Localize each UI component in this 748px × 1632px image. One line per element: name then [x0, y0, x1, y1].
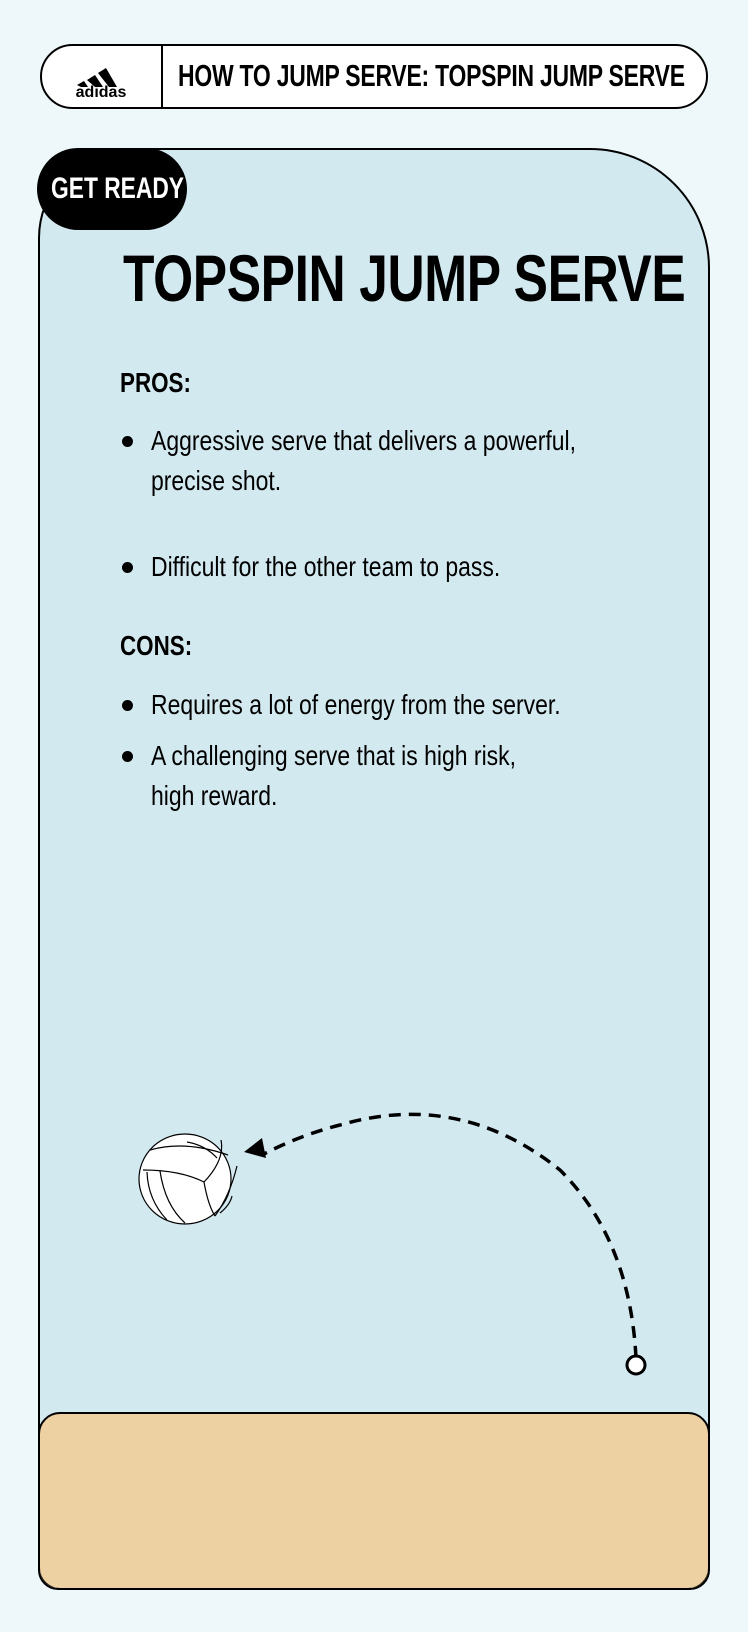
- header-bar: adidas HOW TO JUMP SERVE: TOPSPIN JUMP S…: [40, 44, 708, 109]
- content-card: [38, 148, 710, 1590]
- serve-trajectory-arrow: [244, 1112, 647, 1376]
- header-title: HOW TO JUMP SERVE: TOPSPIN JUMP SERVE: [178, 58, 685, 93]
- bullet-icon: [122, 562, 133, 573]
- pros-heading: PROS:: [120, 367, 191, 398]
- adidas-logo: adidas: [42, 46, 161, 107]
- sand-court-strip: [40, 1412, 708, 1588]
- cons-heading: CONS:: [120, 630, 193, 661]
- badge-label: GET READY: [51, 172, 185, 205]
- bullet-icon: [122, 436, 133, 447]
- volleyball-icon: [138, 1133, 238, 1225]
- svg-text:adidas: adidas: [76, 84, 127, 101]
- get-ready-badge: GET READY: [37, 148, 187, 230]
- bullet-icon: [122, 751, 133, 762]
- page-title: TOPSPIN JUMP SERVE: [123, 241, 686, 315]
- bullet-icon: [122, 700, 133, 711]
- header-divider: [161, 46, 163, 107]
